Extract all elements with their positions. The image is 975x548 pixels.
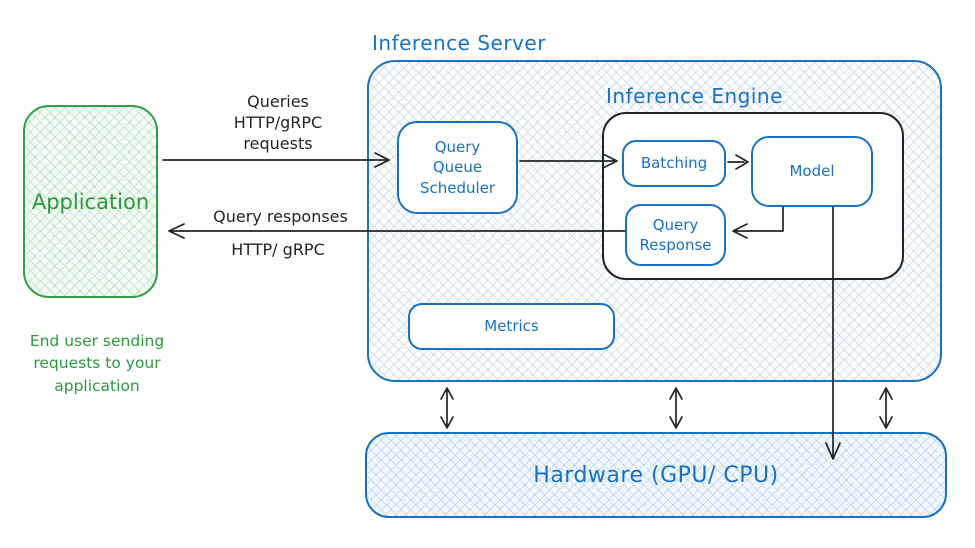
queries-request-label-line: requests: [243, 134, 313, 154]
query-responses-label: Query responses: [213, 207, 348, 226]
application-caption: End user sending requests to your applic…: [8, 330, 186, 397]
hardware-box: Hardware (GPU/ CPU): [365, 432, 947, 518]
application-caption-line: End user sending: [29, 332, 165, 350]
inference-server-title: Inference Server: [372, 31, 546, 55]
application-label: Application: [31, 189, 150, 214]
query-queue-scheduler-box: Query Queue Scheduler: [397, 121, 518, 214]
queries-request-label-line: Queries: [247, 92, 309, 111]
batching-box: Batching: [622, 140, 726, 187]
queries-request-label-line: HTTP/gRPC: [233, 113, 323, 133]
server-hardware-double-arrow: [669, 387, 683, 429]
queries-request-label: Queries HTTP/gRPC requests: [198, 91, 358, 154]
application-box: Application: [23, 105, 158, 298]
qqs-label-line: Queue: [432, 158, 483, 177]
server-hardware-double-arrow: [440, 387, 454, 429]
batching-label: Batching: [640, 154, 708, 173]
model-label: Model: [789, 162, 835, 181]
response-protocol-label: HTTP/ gRPC: [231, 240, 325, 259]
application-caption-line: application: [54, 376, 140, 395]
metrics-box: Metrics: [408, 303, 615, 350]
qqs-label-line: Scheduler: [419, 178, 496, 197]
inference-engine-title: Inference Engine: [606, 84, 783, 108]
query-response-label-line: Query: [652, 215, 699, 234]
server-hardware-double-arrow: [879, 387, 893, 429]
request-arrow: [162, 152, 390, 168]
model-box: Model: [751, 136, 873, 207]
hardware-label: Hardware (GPU/ CPU): [533, 462, 779, 488]
metrics-label: Metrics: [484, 317, 539, 336]
qqs-label-line: Query: [434, 138, 481, 157]
query-response-label-line: Response: [639, 236, 712, 254]
application-caption-line: requests to your: [33, 354, 161, 373]
query-response-box: Query Response: [625, 204, 726, 266]
